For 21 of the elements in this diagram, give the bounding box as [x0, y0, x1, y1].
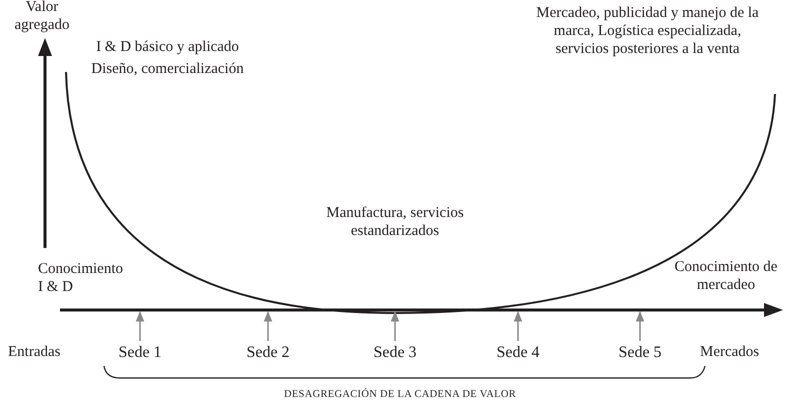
caption: DESAGREGACIÓN DE LA CADENA DE VALOR — [282, 389, 518, 400]
axis-label: Mercadeo, publicidad y manejo de la marca, Logística especializada, servicios posteriores a la venta — [535, 4, 760, 58]
site-label: Sede 5 — [610, 343, 670, 362]
arrow — [636, 310, 644, 341]
axis-label: Diseño, comercialización — [90, 60, 245, 78]
arrow — [514, 310, 522, 341]
axis-label: I & D básico y aplicado — [95, 38, 240, 56]
axis-label: Mercados — [700, 343, 760, 361]
axis-label: Conocimiento de mercadeo — [674, 258, 778, 294]
arrow — [136, 310, 144, 341]
axis-label: Manufactura, servicios estandarizados — [325, 204, 465, 240]
arrow — [264, 310, 272, 341]
arrow — [390, 310, 400, 341]
site-label: Sede 3 — [365, 343, 425, 362]
site-label: Sede 1 — [110, 343, 170, 362]
axis-label: Entradas — [8, 343, 62, 361]
axis-label: Conocimiento I & D — [38, 260, 124, 296]
site-label: Sede 2 — [238, 343, 298, 362]
axis-label: Valor agregado — [14, 0, 70, 34]
site-label: Sede 4 — [488, 343, 548, 362]
horizontal-axis — [60, 303, 783, 317]
